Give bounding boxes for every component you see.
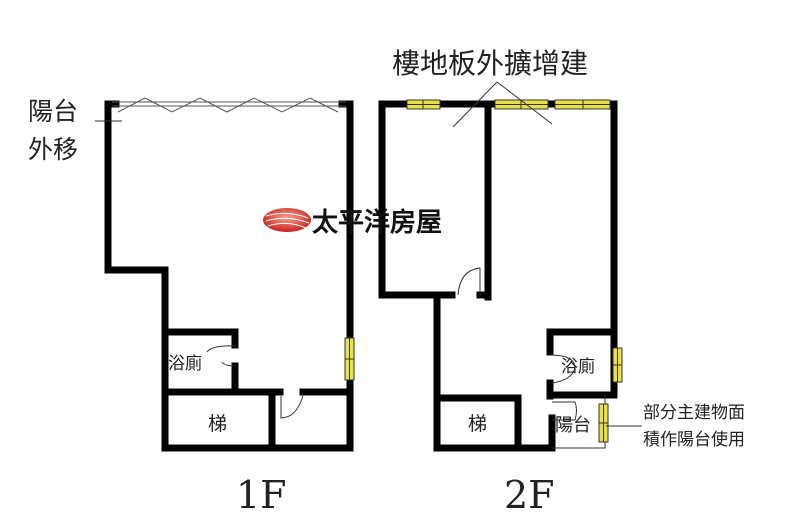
1f-bath-door	[206, 345, 304, 419]
floor-2-plan	[378, 100, 618, 452]
2f-balcony-label: 陽台	[555, 415, 591, 436]
2f-bathroom-label: 浴廁	[561, 356, 595, 377]
floor-2-label: 2F	[504, 473, 555, 517]
floor-1-label: 1F	[236, 473, 287, 517]
balcony-use-note-2: 積作陽台使用	[643, 429, 745, 450]
1f-stairs-label: 梯	[208, 413, 227, 435]
2f-stairs-label: 梯	[468, 413, 487, 435]
balcony-moved-label-2: 外移	[28, 135, 78, 164]
2f-windows	[406, 99, 623, 443]
1f-bathroom-label: 浴廁	[168, 353, 202, 374]
window-1f-right	[344, 337, 355, 381]
brand-name: 太平洋房屋	[312, 207, 442, 238]
brand-logo: 太平洋房屋	[263, 207, 442, 238]
extension-label: 樓地板外擴增建	[392, 47, 588, 80]
extension-leader-lines	[452, 81, 642, 427]
floor-1-plan	[104, 100, 354, 452]
balcony-moved-label-1: 陽台	[28, 97, 78, 126]
balcony-use-note-1: 部分主建物面	[643, 403, 745, 423]
folding-window	[112, 97, 346, 113]
